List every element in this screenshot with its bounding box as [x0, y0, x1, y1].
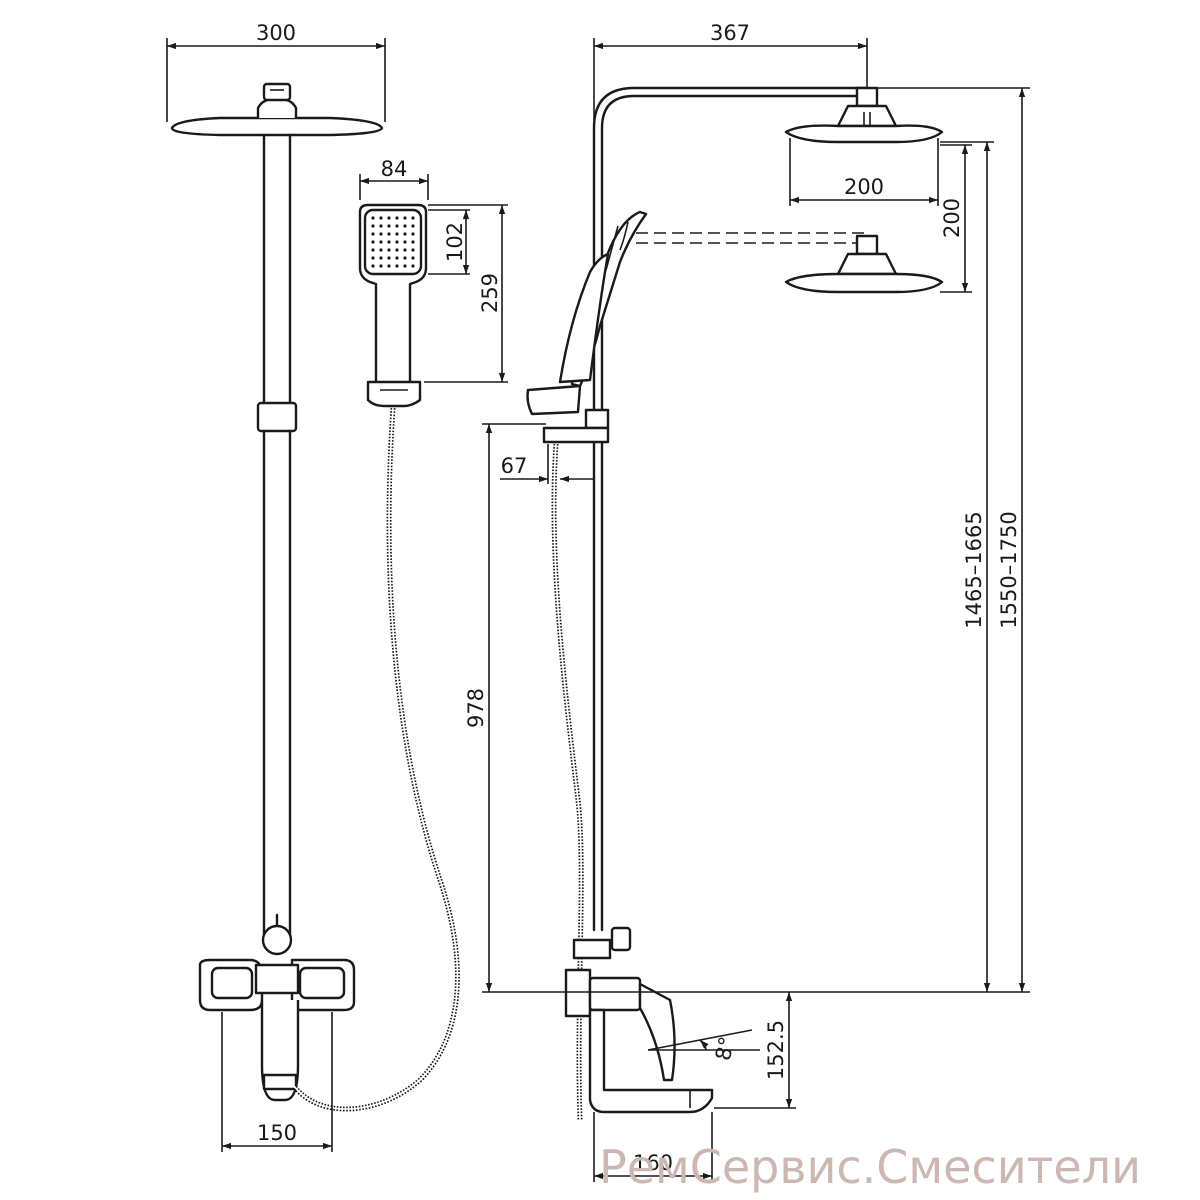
- nozzle-dot: [371, 264, 375, 268]
- front-view: 300 84 102 259 150: [166, 21, 508, 1152]
- nozzle-dot: [371, 248, 375, 252]
- dimension-160: 160: [593, 1112, 713, 1182]
- side-hand-shower: [526, 210, 648, 444]
- dimension-1550-1750: 1550–1750: [870, 87, 1030, 992]
- dimension-102: 102: [428, 209, 470, 275]
- nozzle-dot: [403, 240, 407, 244]
- nozzle-dot: [403, 216, 407, 220]
- nozzle-dot: [379, 240, 383, 244]
- dim-label-84: 84: [381, 157, 408, 181]
- dim-label-1465-1665: 1465–1665: [962, 511, 986, 628]
- front-hand-shower: [358, 203, 428, 408]
- nozzle-dot: [395, 232, 399, 236]
- nozzle-dot: [387, 224, 391, 228]
- nozzle-dot: [411, 224, 415, 228]
- dim-label-200-diameter: 200: [844, 175, 884, 199]
- dim-label-150: 150: [257, 1121, 297, 1145]
- dimension-67: 67: [500, 444, 594, 484]
- side-overhead-head-upper: [784, 86, 944, 144]
- dimension-150: 150: [221, 1012, 333, 1152]
- nozzle-dot: [395, 256, 399, 260]
- side-riser-arm: [592, 86, 868, 932]
- dimension-200-diameter: 200: [789, 138, 939, 206]
- nozzle-dot: [403, 264, 407, 268]
- front-mixer-body: [198, 958, 356, 1102]
- dim-label-200-height: 200: [940, 198, 964, 238]
- nozzle-dot: [379, 224, 383, 228]
- dimension-300: 300: [166, 21, 386, 122]
- side-overhead-head-lower: [636, 232, 944, 294]
- dimension-1465-1665: 1465–1665: [940, 141, 994, 992]
- dimension-152-5: 152.5: [714, 992, 796, 1109]
- side-shower-hose: [551, 443, 584, 1121]
- nozzle-dot: [387, 240, 391, 244]
- dim-label-152-5: 152.5: [764, 1020, 788, 1080]
- front-overhead-shower: [170, 82, 384, 137]
- nozzle-dot: [395, 248, 399, 252]
- dim-label-67: 67: [501, 454, 528, 478]
- nozzle-dot: [403, 224, 407, 228]
- nozzle-dot: [379, 232, 383, 236]
- dim-label-367: 367: [710, 21, 750, 45]
- nozzle-dot: [371, 224, 375, 228]
- nozzle-dot: [403, 232, 407, 236]
- nozzle-dot: [387, 264, 391, 268]
- dim-label-160: 160: [633, 1151, 673, 1175]
- front-shower-hose: [292, 407, 460, 1112]
- dim-label-angle-8: 8°: [711, 1034, 739, 1062]
- nozzle-dot: [395, 240, 399, 244]
- spray-nozzle-grid: [371, 216, 415, 268]
- nozzle-dot: [395, 224, 399, 228]
- nozzle-dot: [395, 216, 399, 220]
- nozzle-dot: [371, 216, 375, 220]
- watermark: РемСервис.Смесители: [599, 1140, 1141, 1194]
- nozzle-dot: [379, 248, 383, 252]
- side-view: 367 200 200 1465–1665 1550–1750: [464, 21, 1030, 1182]
- front-riser-pipe: [256, 133, 298, 937]
- nozzle-dot: [371, 232, 375, 236]
- nozzle-dot: [411, 240, 415, 244]
- dimension-978: 978: [464, 423, 546, 992]
- side-mixer-body: [564, 926, 714, 1114]
- dim-label-1550-1750: 1550–1750: [997, 511, 1021, 628]
- nozzle-dot: [387, 216, 391, 220]
- front-diverter-knob: [261, 913, 293, 956]
- nozzle-dot: [387, 248, 391, 252]
- nozzle-dot: [411, 232, 415, 236]
- nozzle-dot: [403, 248, 407, 252]
- dimension-367: 367: [593, 21, 868, 120]
- dim-label-978: 978: [464, 688, 488, 728]
- nozzle-dot: [411, 264, 415, 268]
- nozzle-dot: [395, 264, 399, 268]
- nozzle-dot: [371, 256, 375, 260]
- nozzle-dot: [411, 248, 415, 252]
- nozzle-dot: [411, 256, 415, 260]
- dimension-200-height: 200: [940, 144, 972, 293]
- dimension-84: 84: [359, 157, 429, 200]
- nozzle-dot: [371, 240, 375, 244]
- dim-label-300: 300: [256, 21, 296, 45]
- dim-label-259: 259: [478, 273, 502, 313]
- nozzle-dot: [387, 256, 391, 260]
- nozzle-dot: [387, 232, 391, 236]
- dim-label-102: 102: [443, 222, 467, 262]
- nozzle-dot: [379, 216, 383, 220]
- nozzle-dot: [411, 216, 415, 220]
- dimension-259: 259: [424, 204, 508, 383]
- nozzle-dot: [403, 256, 407, 260]
- nozzle-dot: [379, 264, 383, 268]
- nozzle-dot: [379, 256, 383, 260]
- dimension-angle-8: 8°: [647, 1029, 760, 1063]
